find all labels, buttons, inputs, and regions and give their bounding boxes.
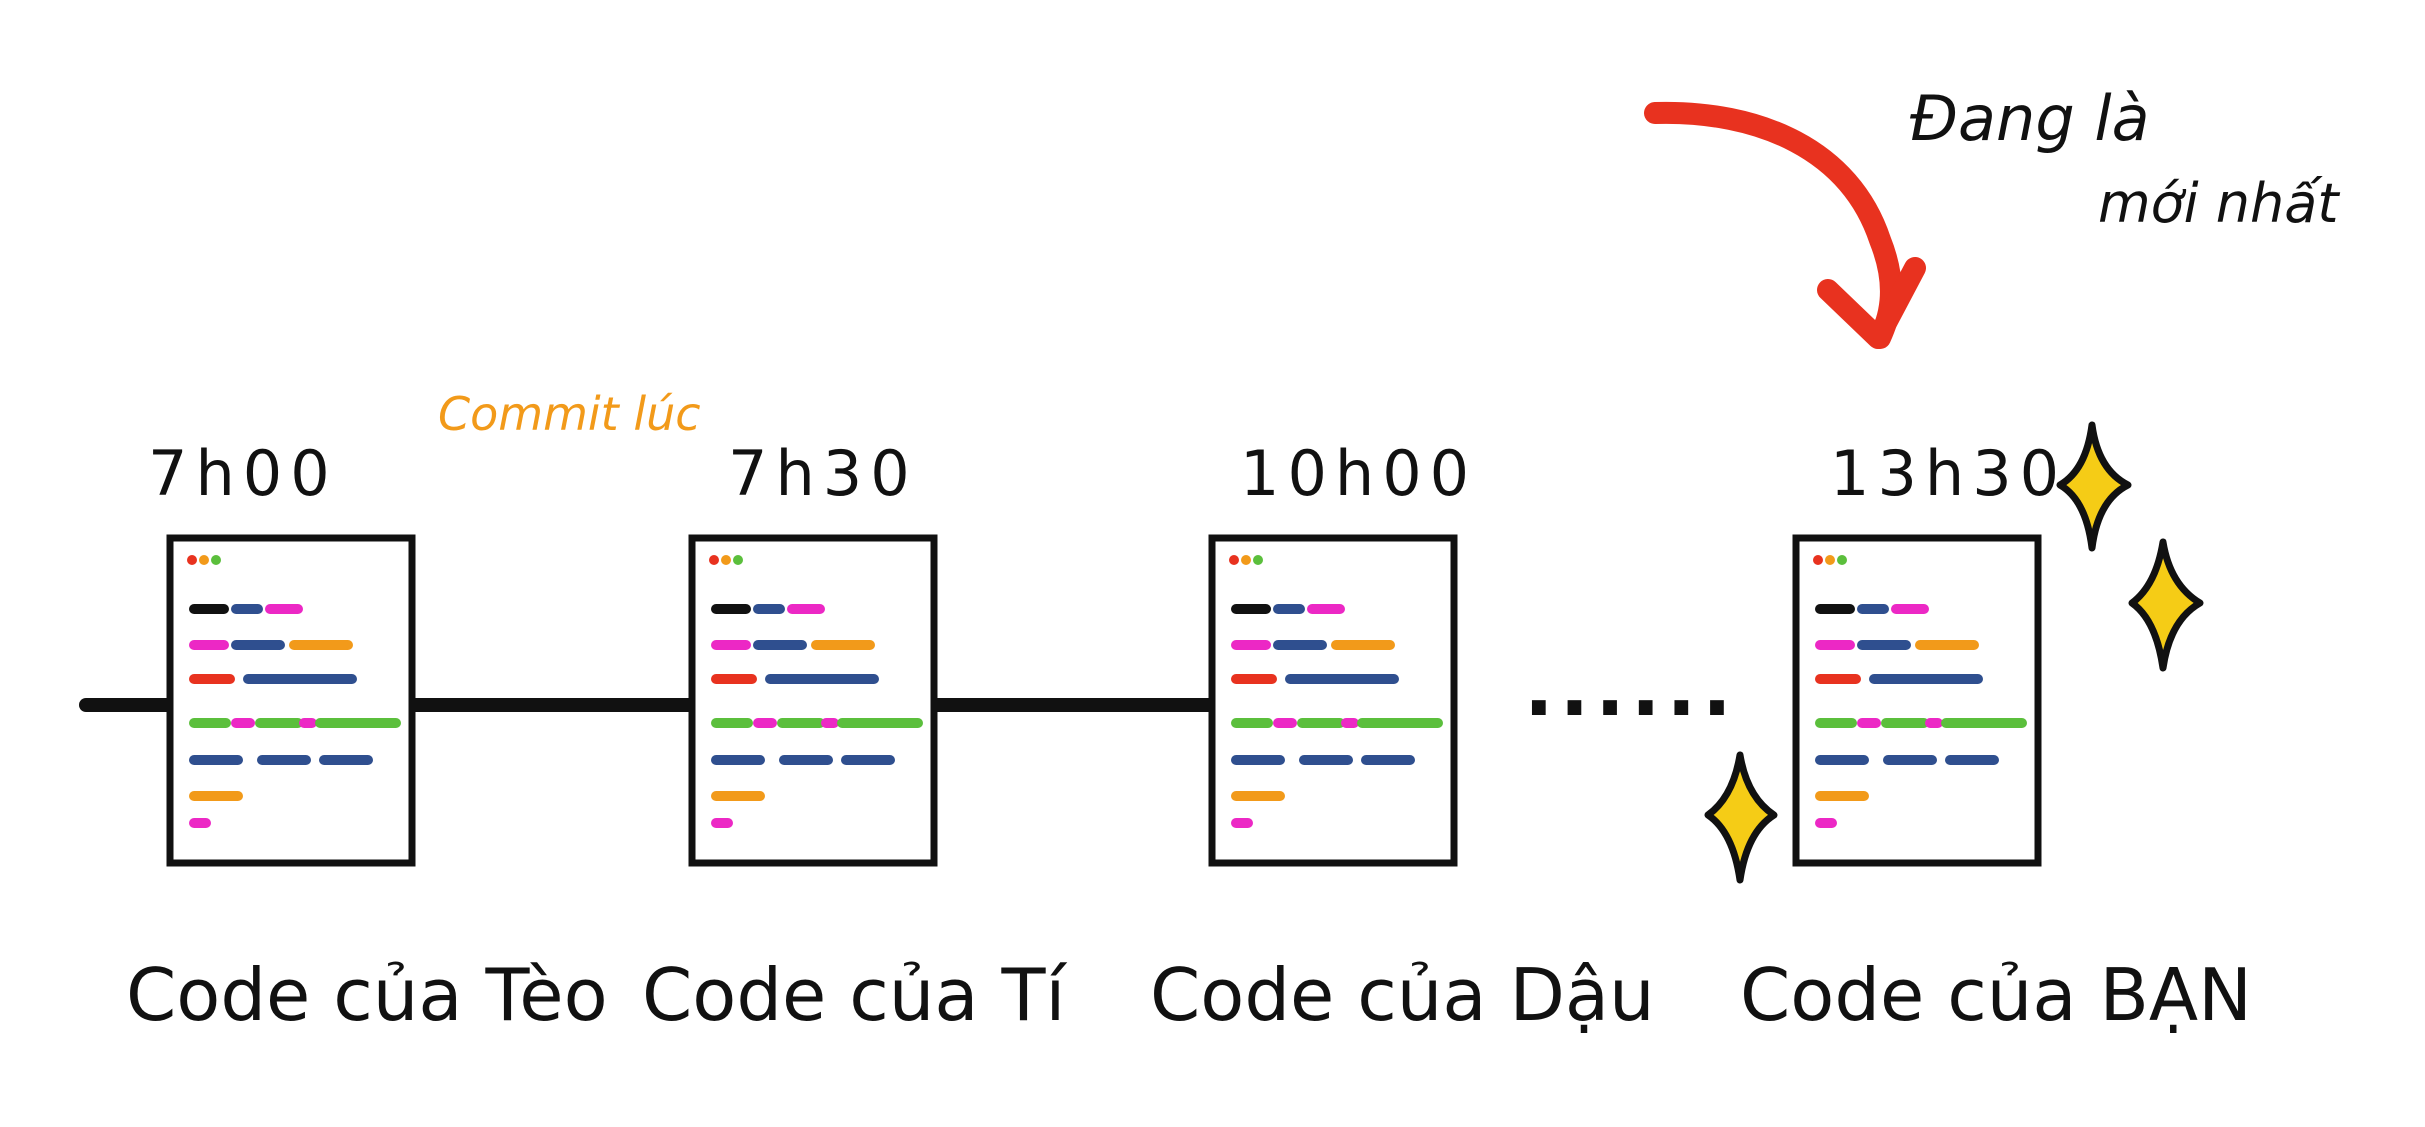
sparkle-icon: [2128, 538, 2204, 672]
window-dot-icon: [211, 555, 221, 565]
window-dot-icon: [1229, 555, 1239, 565]
window-dot-icon: [709, 555, 719, 565]
commit-time: 7h00: [148, 437, 338, 510]
commit-label: Commit lúc: [438, 387, 701, 441]
window-dot-icon: [721, 555, 731, 565]
commit-time: 7h30: [728, 437, 918, 510]
code-window: [1792, 534, 2042, 867]
code-window: [166, 534, 416, 867]
commit-author-label: Code của Tí: [642, 953, 1067, 1037]
code-window: [688, 534, 938, 867]
commit-author-label: Code của BẠN: [1740, 953, 2252, 1037]
window-dot-icon: [1253, 555, 1263, 565]
commit-time: 13h30: [1830, 437, 2067, 510]
commit-author-label: Code của Dậu: [1150, 953, 1655, 1037]
commit-author-label: Code của Tèo: [126, 953, 608, 1037]
latest-note-line2: mới nhất: [2098, 172, 2340, 235]
latest-note-line1: Đang là: [1910, 82, 2150, 155]
window-dot-icon: [1825, 555, 1835, 565]
window-dot-icon: [733, 555, 743, 565]
window-dot-icon: [1837, 555, 1847, 565]
timeline-ellipsis: ......: [1524, 644, 1738, 734]
window-dot-icon: [187, 555, 197, 565]
sparkle-icon: [1704, 751, 1778, 884]
sparkle-icon: [2056, 421, 2132, 552]
window-dot-icon: [1813, 555, 1823, 565]
code-window: [1208, 534, 1458, 867]
latest-arrow: [1644, 101, 1926, 349]
sparkles: [1704, 421, 2204, 884]
window-dot-icon: [1241, 555, 1251, 565]
commit-time: 10h00: [1240, 437, 1477, 510]
window-dot-icon: [199, 555, 209, 565]
